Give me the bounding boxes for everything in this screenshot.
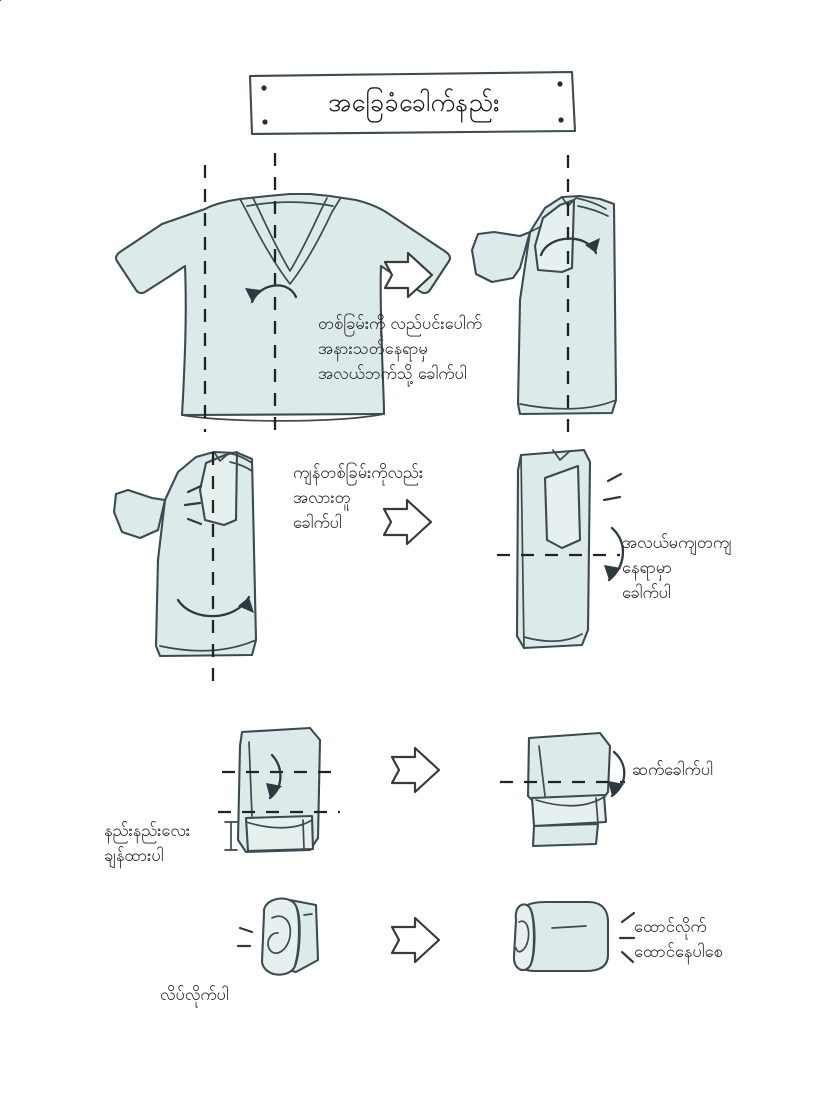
tshirt-rolled-lying-illustration xyxy=(512,900,636,973)
arrow-right-4-icon xyxy=(390,916,441,964)
step-7-caption: ထောင်လိုက် ထောင်နေပါစေ xyxy=(634,917,723,961)
tshirt-folded-half-illustration xyxy=(497,448,625,650)
gap-measure-bracket xyxy=(224,821,238,851)
step-4-caption: နည်းနည်းလေး ချန်ထားပါ xyxy=(104,821,190,865)
arrow-right-2-icon xyxy=(382,498,433,546)
tshirt-both-sides-folded-illustration xyxy=(112,450,258,682)
tshirt-one-side-folded-illustration xyxy=(470,155,618,436)
step-2-caption: ကျန်တစ်ခြမ်းကိုလည်း အလားတူ ခေါက်ပါ xyxy=(293,463,424,532)
tshirt-flat-front-illustration xyxy=(114,153,452,437)
page-title: အခြေခံခေါက်နည်း xyxy=(328,87,500,117)
tshirt-rolled-upright-illustration xyxy=(236,897,320,976)
tshirt-folded-quarter-2-illustration xyxy=(500,731,626,848)
step-5-caption: ဆက်ခေါက်ပါ xyxy=(632,760,713,779)
step-3-caption: အလယ်မကျတကျ နေရာမှာ ခေါက်ပါ xyxy=(622,533,732,602)
arrow-right-1-icon xyxy=(383,251,434,299)
arrow-right-3-icon xyxy=(390,746,441,794)
tshirt-folded-quarter-illustration xyxy=(218,726,340,854)
step-1-caption: တစ်ခြမ်းကို လည်ပင်းပေါက် အနားသတ်နေရာမှ အ… xyxy=(318,314,482,383)
step-6-caption: လိပ်လိုက်ပါ xyxy=(160,985,229,1004)
title-plaque xyxy=(248,70,577,136)
